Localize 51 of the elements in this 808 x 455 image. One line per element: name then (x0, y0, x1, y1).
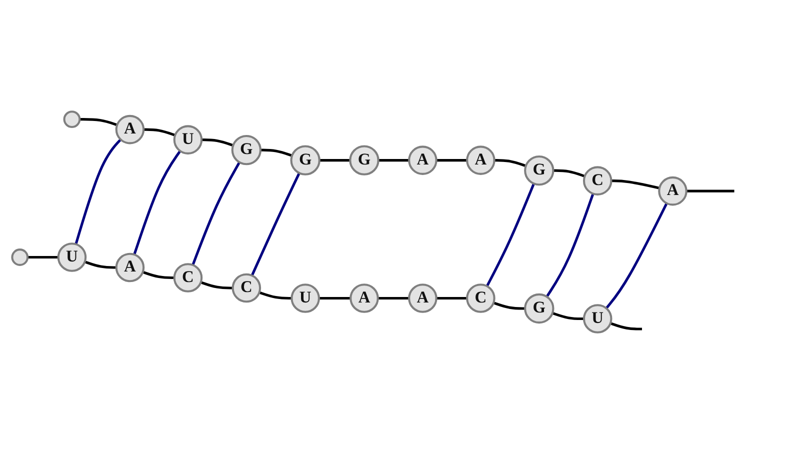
connector (192, 161, 241, 265)
connector (74, 138, 122, 244)
connector (686, 189, 734, 192)
connector (250, 172, 300, 276)
node-circle: A (408, 145, 438, 174)
node-circle (11, 248, 29, 266)
connector (436, 296, 468, 300)
node-circle: G (524, 154, 554, 186)
connector (142, 270, 174, 279)
node-circle: A (466, 145, 496, 174)
connector (28, 255, 58, 258)
connector (260, 148, 292, 156)
connector (605, 202, 668, 309)
node-circle: G (231, 134, 262, 165)
node-circle: G (524, 292, 554, 324)
node-circle: C (466, 283, 496, 312)
connector (133, 150, 182, 254)
connector (319, 158, 350, 162)
connector (552, 311, 584, 320)
connector (553, 168, 586, 177)
connector (200, 280, 233, 289)
node-circle (63, 110, 81, 128)
connector (202, 138, 234, 146)
node-circle: G (290, 144, 320, 175)
connector (318, 296, 351, 300)
connector (144, 128, 176, 136)
connector (493, 301, 526, 310)
node-circle: A (658, 176, 688, 206)
node-circle: U (173, 124, 203, 154)
connector (546, 192, 594, 297)
connector (611, 179, 660, 189)
node-circle: U (290, 283, 320, 312)
connector (378, 158, 410, 162)
node-circle: A (115, 252, 145, 282)
node-circle: A (115, 114, 145, 144)
node-circle: G (349, 144, 380, 175)
connector (258, 290, 292, 300)
connector (610, 322, 642, 330)
node-circle: U (582, 304, 612, 333)
connector (436, 158, 468, 162)
connector (84, 260, 116, 268)
connector (494, 158, 526, 167)
node-circle: C (582, 166, 612, 195)
node-circle: A (408, 283, 438, 312)
connector (378, 296, 410, 300)
node-circle: C (232, 272, 262, 302)
node-circle: C (173, 262, 203, 292)
connector (80, 118, 118, 126)
connector (486, 182, 536, 286)
node-circle: U (57, 242, 87, 272)
node-circle: A (350, 283, 379, 312)
